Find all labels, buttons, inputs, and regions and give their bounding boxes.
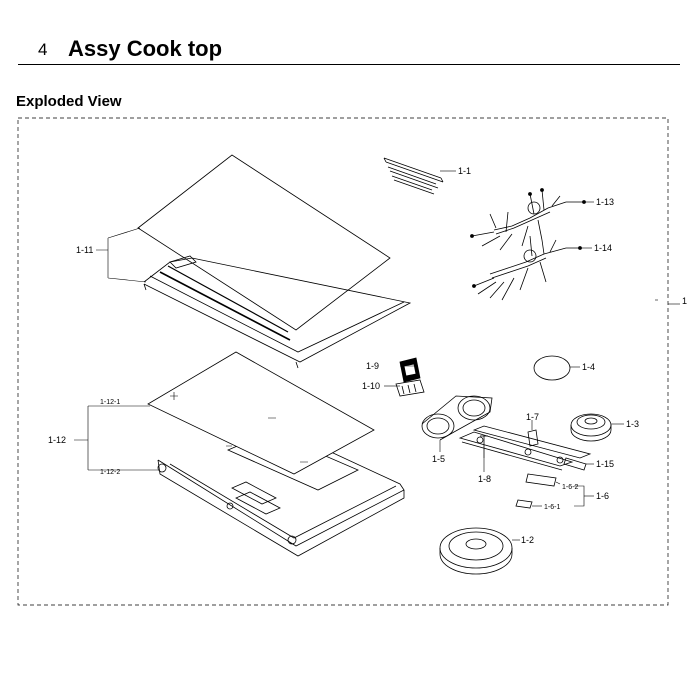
callout-1-9: 1-9 — [366, 361, 379, 371]
part-1-14-harness — [472, 235, 582, 301]
callout-1-12-1: 1-12-1 — [100, 399, 120, 406]
part-1-4-disc — [533, 355, 571, 381]
callout-1: 1 — [682, 296, 687, 306]
callout-1-3: 1-3 — [626, 419, 639, 429]
callout-1-13: 1-13 — [596, 197, 614, 207]
callout-1-7: 1-7 — [526, 412, 539, 422]
callout-1-10: 1-10 — [362, 381, 380, 391]
callout-1-12: 1-12 — [48, 435, 66, 445]
part-1-1-strips — [383, 157, 444, 195]
part-1-11-glass-top — [137, 154, 391, 331]
callout-1-15: 1-15 — [596, 459, 614, 469]
part-1-12-1-glass-plate — [147, 351, 375, 475]
page-header: 4 Assy Cook top — [0, 0, 700, 70]
part-1-15-rail — [458, 425, 592, 471]
diagram-frame — [17, 117, 669, 606]
section-number: 4 — [38, 40, 48, 59]
section-title: Assy Cook top — [68, 36, 223, 61]
part-1-12-lower-tray — [157, 419, 405, 557]
callout-1-6-1: 1-6-1 — [544, 504, 560, 511]
callout-1-2: 1-2 — [521, 535, 534, 545]
callout-1-5: 1-5 — [432, 454, 445, 464]
header-rule — [18, 64, 680, 65]
part-1-11-frame — [143, 255, 412, 369]
callout-1-12-2: 1-12-2 — [100, 469, 120, 476]
part-1-7-clip — [527, 429, 539, 447]
part-1-9-sensor — [399, 357, 421, 383]
callout-labels: 1-1 1-13 1-14 1 1-4 1-3 1-15 1-9 1-10 1-… — [48, 166, 687, 545]
part-1-8-bolt — [480, 435, 488, 458]
callout-1-6: 1-6 — [596, 491, 609, 501]
part-1-2-coil — [439, 527, 513, 575]
callout-1-8: 1-8 — [478, 474, 491, 484]
callout-1-1: 1-1 — [458, 166, 471, 176]
part-1-13-harness — [470, 188, 586, 251]
part-1-3-coil — [570, 413, 612, 442]
part-1-5-bracket — [421, 395, 493, 441]
part-1-10-connector — [395, 379, 425, 397]
callout-1-4: 1-4 — [582, 362, 595, 372]
subtitle: Exploded View — [16, 93, 122, 110]
callout-1-11: 1-11 — [76, 245, 93, 255]
part-1-6-bracket — [525, 473, 557, 487]
callout-1-14: 1-14 — [594, 243, 612, 253]
leader-lines — [74, 170, 658, 541]
part-1-6-1-plate — [515, 499, 533, 509]
callout-1-6-2: 1-6-2 — [562, 484, 578, 491]
